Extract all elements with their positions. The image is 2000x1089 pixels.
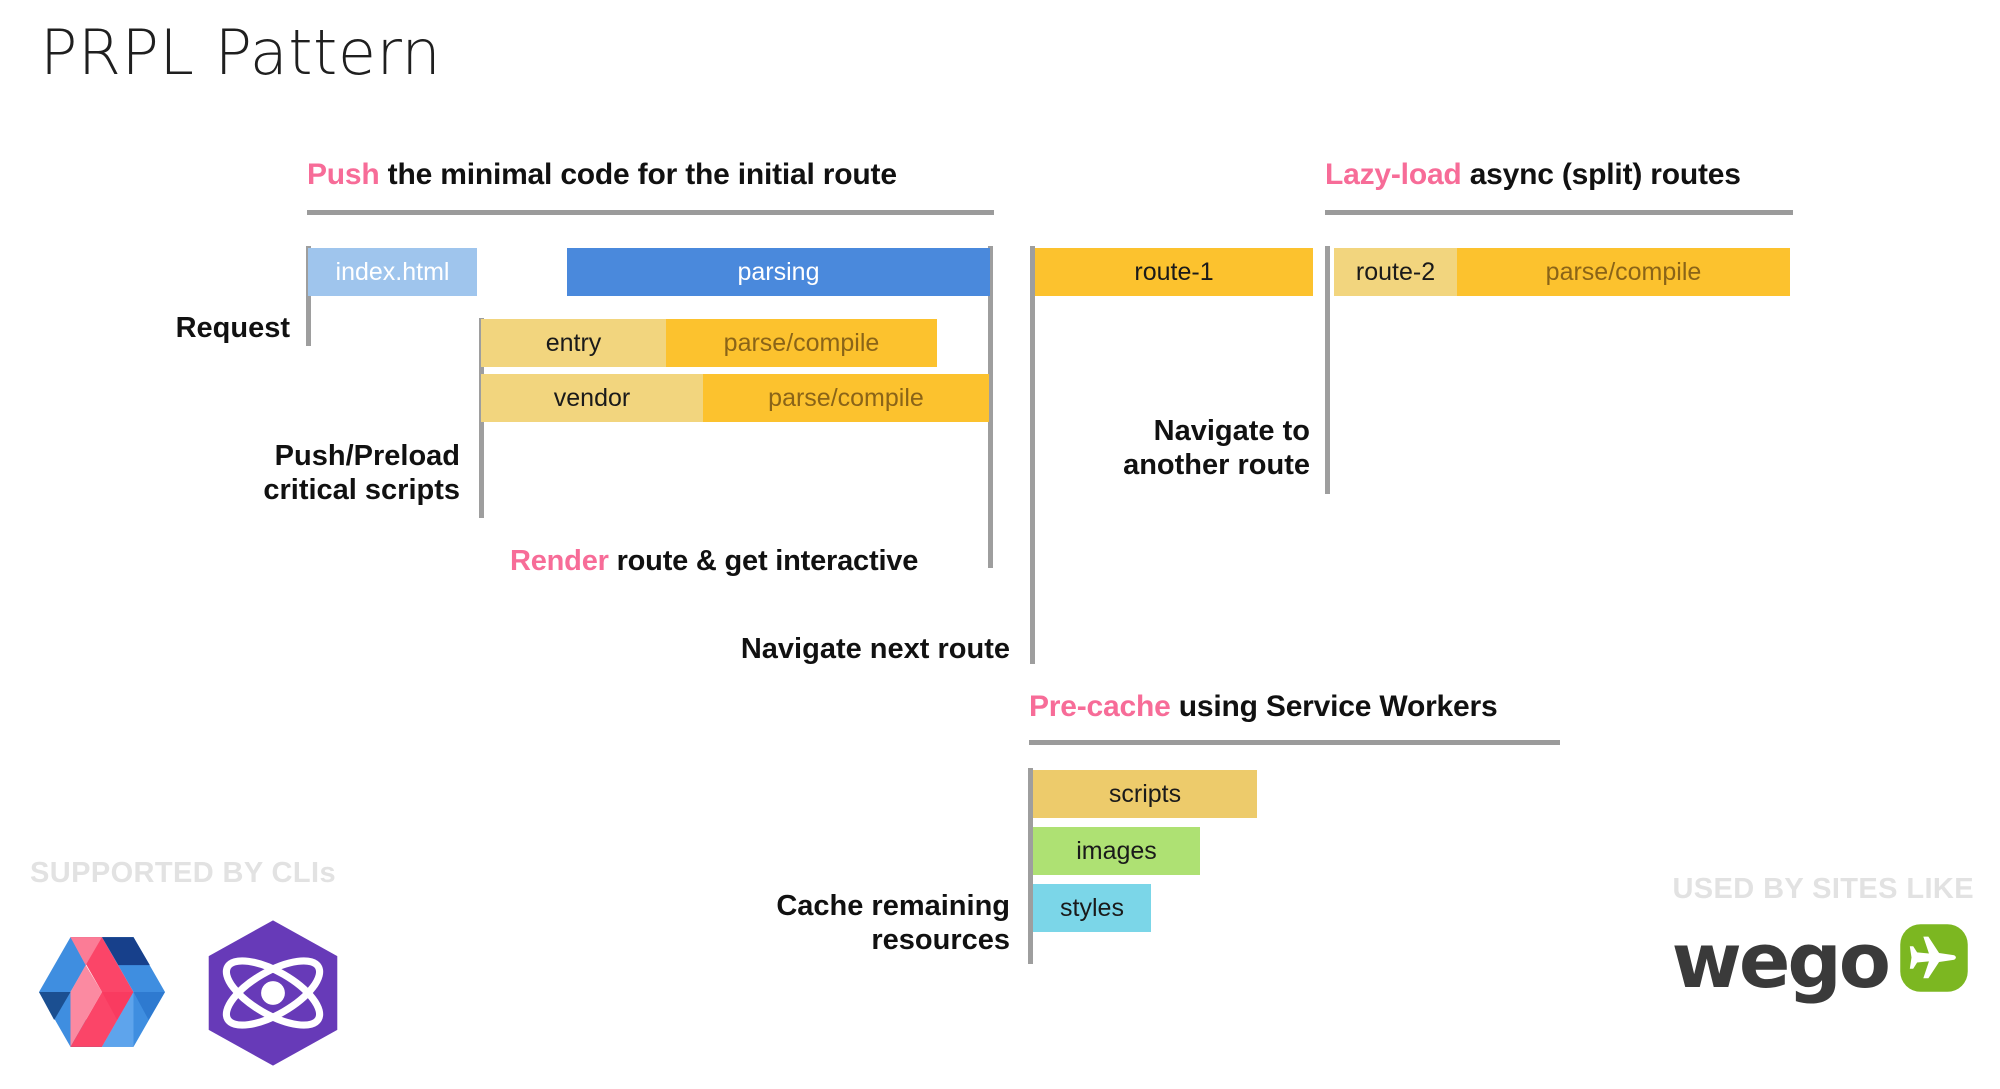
section-heading-lazy-rest: async (split) routes	[1461, 158, 1741, 191]
bar-scripts: scripts	[1033, 770, 1257, 818]
bar-index-html: index.html	[308, 248, 477, 296]
section-heading-precache-keyword: Pre-cache	[1029, 690, 1171, 723]
bar-entry-label: entry	[481, 319, 666, 367]
section-heading-lazy-keyword: Lazy-load	[1325, 158, 1462, 191]
section-heading-precache-rest: using Service Workers	[1170, 690, 1498, 723]
polymer-logo	[32, 922, 172, 1062]
section-rule-lazy-load	[1325, 210, 1793, 215]
footer-caption-used-by: USED BY SITES LIKE	[1672, 873, 1974, 905]
row-label-request: Request	[175, 312, 290, 344]
wego-airplane-icon	[1898, 922, 1970, 999]
bar-scripts-label: scripts	[1033, 770, 1257, 818]
bar-vendor-parse-compile-label: parse/compile	[703, 374, 989, 422]
bar-styles-label: styles	[1033, 884, 1151, 932]
section-heading-precache: Pre-cache using Service Workers	[1029, 690, 1498, 724]
row-label-navigate-another: Navigate to another route	[1123, 415, 1310, 481]
wego-wordmark: wego	[1671, 915, 1891, 1005]
timeline-marker-navigate-next	[1030, 246, 1035, 664]
bar-parsing-label: parsing	[567, 248, 990, 296]
section-heading-lazy-load: Lazy-load async (split) routes	[1325, 158, 1741, 192]
timeline-marker-render	[988, 246, 993, 568]
timeline-marker-navigate-another	[1325, 246, 1330, 494]
row-label-push-preload: Push/Preload critical scripts	[263, 440, 460, 506]
bar-parsing: parsing	[567, 248, 990, 296]
section-heading-push-rest: the minimal code for the initial route	[379, 158, 897, 191]
bar-images-label: images	[1033, 827, 1200, 875]
bar-vendor: vendor parse/compile	[481, 374, 989, 422]
footer-caption-supported-by: SUPPORTED BY CLIs	[30, 857, 336, 889]
section-rule-push	[307, 210, 994, 215]
section-heading-push: Push the minimal code for the initial ro…	[307, 158, 897, 192]
section-rule-precache	[1029, 740, 1560, 745]
wego-logo: wego	[1672, 922, 1970, 999]
row-label-navigate-next: Navigate next route	[740, 633, 1010, 665]
bar-images: images	[1033, 827, 1200, 875]
row-label-render: Render route & get interactive	[510, 545, 918, 578]
row-label-render-rest: route & get interactive	[608, 545, 919, 577]
page-title: PRPL Pattern	[40, 16, 442, 89]
bar-entry: entry parse/compile	[481, 319, 937, 367]
bar-styles: styles	[1033, 884, 1151, 932]
bar-route-1-label: route-1	[1035, 248, 1313, 296]
bar-vendor-label: vendor	[481, 374, 703, 422]
row-label-cache-remaining: Cache remaining resources	[776, 890, 1010, 956]
timeline-marker-cache-remaining	[1028, 768, 1033, 964]
bar-route-2: route-2 parse/compile	[1334, 248, 1790, 296]
bar-route-2-label: route-2	[1334, 248, 1457, 296]
row-label-render-keyword: Render	[510, 545, 609, 577]
section-heading-push-keyword: Push	[307, 158, 380, 191]
timeline-marker-request	[306, 246, 311, 346]
bar-route-2-parse-compile-label: parse/compile	[1457, 248, 1790, 296]
bar-entry-parse-compile-label: parse/compile	[666, 319, 937, 367]
bar-index-html-label: index.html	[308, 248, 477, 296]
preact-logo	[200, 918, 346, 1068]
bar-route-1: route-1	[1035, 248, 1313, 296]
